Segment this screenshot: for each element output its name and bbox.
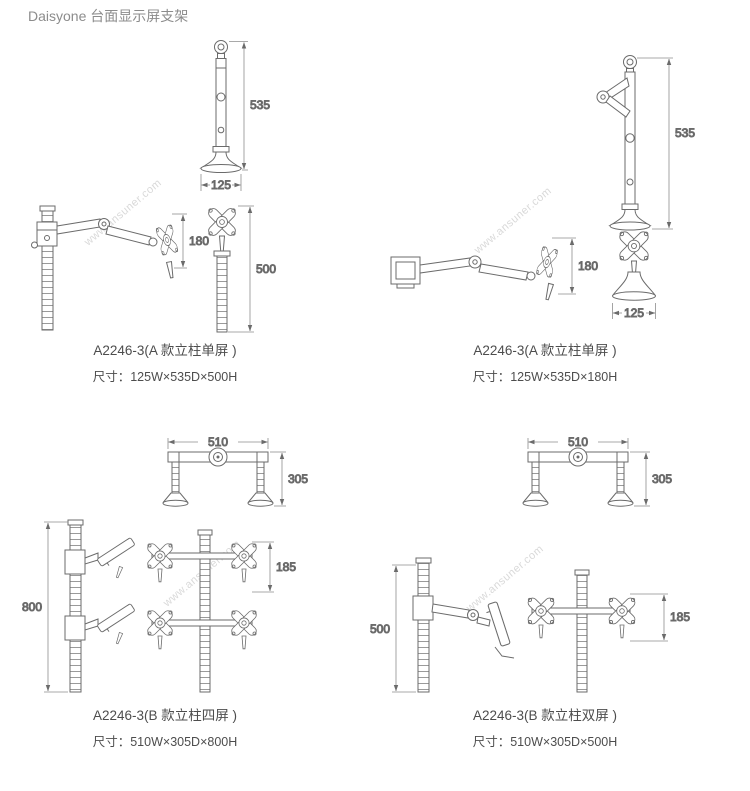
p4-dim-vesa-lines <box>630 593 668 642</box>
dim-label-800: 800 <box>22 600 42 614</box>
product-3-drawing: 510 305 <box>21 435 309 693</box>
product-4-size: 尺寸：510W×305D×500H <box>472 735 618 749</box>
product-1-model: A2246-3(A 款立柱单屏 ) <box>93 343 237 358</box>
p1-pole-front-view <box>200 40 242 173</box>
dim-label-305: 305 <box>288 472 308 486</box>
product-1-drawing: 535 125 <box>31 40 277 333</box>
watermark-text: www.ansuner.com <box>471 185 554 257</box>
product-4-drawing: 510 305 <box>369 435 691 693</box>
dim-label-510: 510 <box>568 435 588 449</box>
p3-top-view <box>162 447 274 507</box>
p2-dim-base-lines <box>612 303 656 319</box>
dim-label-535: 535 <box>675 126 695 140</box>
product-1-size: 尺寸：125W×535D×500H <box>92 370 238 384</box>
dim-label-510: 510 <box>208 435 228 449</box>
p4-dim-depth-lines <box>630 451 650 507</box>
p1-dim-base-lines <box>200 174 242 191</box>
product-2-model: A2246-3(A 款立柱单屏 ) <box>473 343 617 358</box>
p2-dim-arm-lines <box>552 237 576 295</box>
p2-pole-front-view <box>596 55 651 231</box>
p3-dim-height-lines <box>44 521 68 693</box>
dim-label-500: 500 <box>370 622 390 636</box>
p2-base-view <box>611 229 657 301</box>
product-3-size: 尺寸：510W×305D×800H <box>92 735 238 749</box>
p4-dual-screen-view <box>412 557 638 693</box>
dim-label-125: 125 <box>624 306 644 320</box>
dim-label-305: 305 <box>652 472 672 486</box>
p1-dim-pole-lines <box>229 41 248 171</box>
dim-label-500: 500 <box>256 262 276 276</box>
page-title: Daisyone 台面显示屏支架 <box>28 8 189 24</box>
dim-label-125: 125 <box>211 178 231 192</box>
dim-label-180: 180 <box>578 259 598 273</box>
product-3-model: A2246-3(B 款立柱四屏 ) <box>92 708 238 723</box>
product-2-size: 尺寸：125W×535D×180H <box>472 370 618 384</box>
dim-label-535: 535 <box>250 98 270 112</box>
p1-dim-arm-lines <box>172 213 187 269</box>
p3-dim-width-lines <box>167 438 269 449</box>
p2-arm-side-view <box>390 243 561 301</box>
p4-top-view <box>522 447 634 507</box>
p4-dim-height-lines <box>392 564 416 693</box>
p3-dim-vesa-lines <box>252 541 274 593</box>
dim-label-185: 185 <box>276 560 296 574</box>
p2-dim-pole-lines <box>637 57 673 230</box>
p1-dim-column-lines <box>228 205 254 333</box>
dim-label-185: 185 <box>670 610 690 624</box>
p3-dim-depth-lines <box>270 451 286 507</box>
dim-label-180: 180 <box>189 234 209 248</box>
product-4-model: A2246-3(B 款立柱双屏 ) <box>472 708 618 723</box>
p3-quad-screen-view <box>64 519 259 693</box>
p4-dim-width-lines <box>527 438 629 449</box>
p1-column-view <box>206 206 238 333</box>
product-2-drawing: 535 180 <box>390 55 696 321</box>
p1-arm-side-view <box>31 205 181 331</box>
